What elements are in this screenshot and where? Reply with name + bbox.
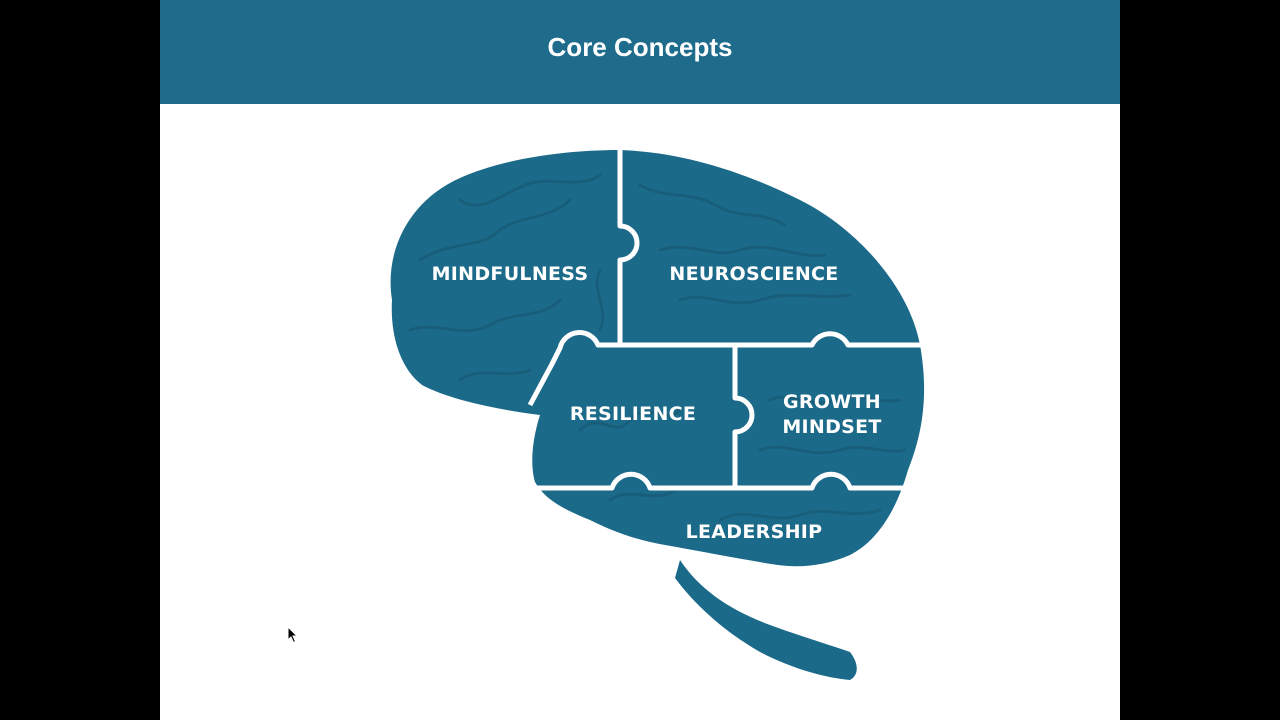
slide: Core Concepts (160, 0, 1120, 720)
slide-header: Core Concepts (160, 0, 1120, 104)
piece-label-leadership: LEADERSHIP (686, 521, 823, 543)
piece-label-neuroscience: NEUROSCIENCE (669, 263, 838, 285)
brain-puzzle-diagram: MINDFULNESS NEUROSCIENCE RESILIENCE GROW… (390, 145, 925, 680)
piece-label-mindset: MINDSET (782, 416, 881, 438)
slide-title: Core Concepts (547, 31, 733, 62)
brainstem (675, 560, 857, 680)
piece-label-mindfulness: MINDFULNESS (432, 263, 589, 285)
piece-label-resilience: RESILIENCE (570, 403, 696, 425)
brain-texture (408, 173, 907, 522)
mouse-pointer-icon (287, 626, 299, 644)
puzzle-seams (527, 145, 922, 491)
brain-silhouette (390, 150, 925, 567)
piece-label-growth: GROWTH (783, 391, 881, 413)
